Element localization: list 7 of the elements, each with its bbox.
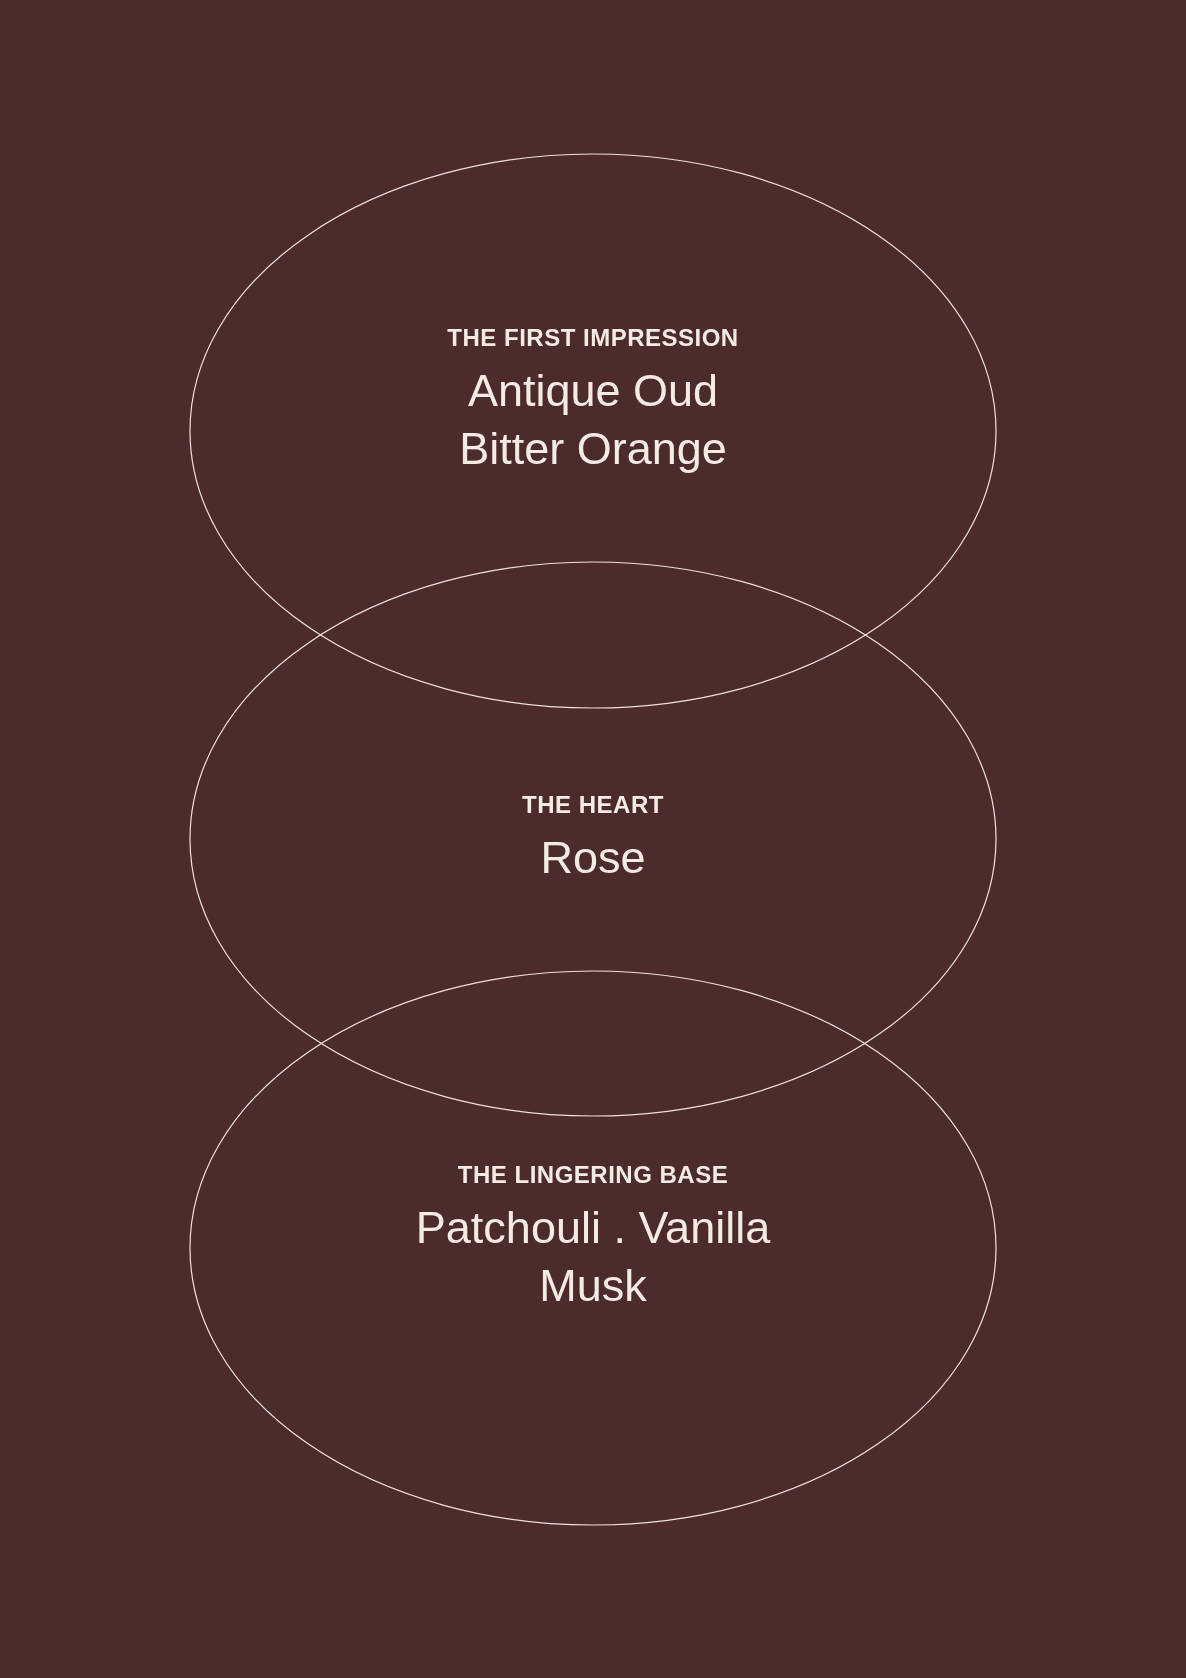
note-text: Antique Oud [467,364,719,418]
note-text: Bitter Orange [459,422,727,476]
section-heading: THE FIRST IMPRESSION [447,324,739,352]
note-text: Patchouli . Vanilla Musk [414,1201,772,1313]
section-heading: THE LINGERING BASE [457,1161,729,1189]
note-text: Rose [540,831,646,885]
section-heading: THE HEART [522,791,664,819]
